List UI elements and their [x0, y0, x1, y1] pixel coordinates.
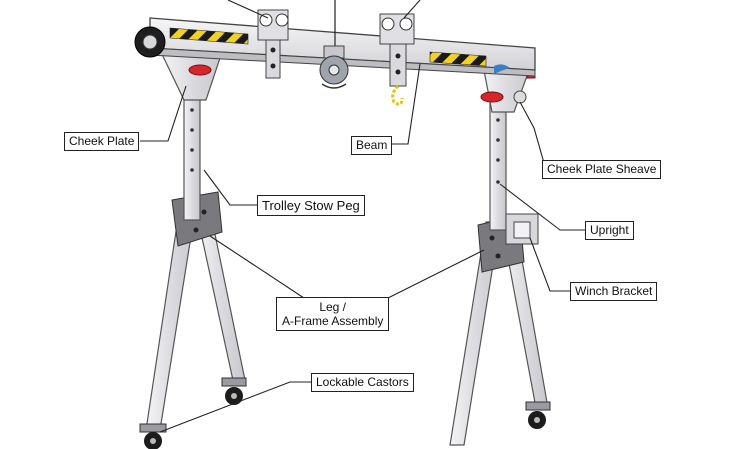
winch-bracket — [505, 213, 539, 245]
left-locking-handle — [188, 64, 212, 76]
brand-logo — [494, 64, 510, 74]
label-leg-line2: A-Frame Assembly — [282, 314, 384, 328]
castor-left-rear — [221, 377, 247, 405]
leader-upright — [499, 183, 586, 231]
right-trolley — [379, 13, 415, 106]
leader-beam — [390, 63, 421, 145]
leader-leg-right — [387, 249, 485, 299]
hazard-stripe-right — [429, 51, 487, 67]
castor-right-rear — [525, 401, 551, 429]
leader-lockable-castors — [159, 381, 312, 433]
center-pulley-block — [319, 0, 349, 89]
lifting-chain — [391, 84, 404, 106]
left-trolley — [257, 9, 289, 79]
leader-winch-bracket — [529, 237, 570, 292]
leader-cheek-plate-sheave — [519, 101, 547, 171]
label-trolley-stow-peg: Trolley Stow Peg — [257, 195, 365, 216]
label-beam: Beam — [351, 136, 393, 155]
right-locking-handle — [480, 91, 504, 103]
label-lockable-castors: Lockable Castors — [311, 373, 414, 392]
left-upright — [183, 69, 201, 221]
castor-left-front — [139, 423, 167, 449]
label-winch-bracket: Winch Bracket — [570, 282, 658, 301]
hazard-stripe-left — [169, 27, 249, 45]
leader-lines — [140, 0, 586, 433]
leader-cheek-plate — [140, 85, 187, 142]
right-upright — [489, 79, 507, 231]
leader-leg-left — [209, 235, 305, 299]
label-upright: Upright — [585, 221, 634, 240]
cheek-plate-sheave-wheel — [513, 90, 527, 104]
label-leg-line1: Leg / — [319, 300, 347, 314]
leader-trolley-stow-peg — [203, 169, 258, 206]
label-cheek-plate: Cheek Plate — [64, 132, 140, 151]
end-wheel — [134, 26, 166, 58]
label-cheek-plate-sheave: Cheek Plate Sheave — [542, 160, 662, 179]
label-leg-a-frame-assembly: Leg / A-Frame Assembly — [276, 297, 390, 331]
